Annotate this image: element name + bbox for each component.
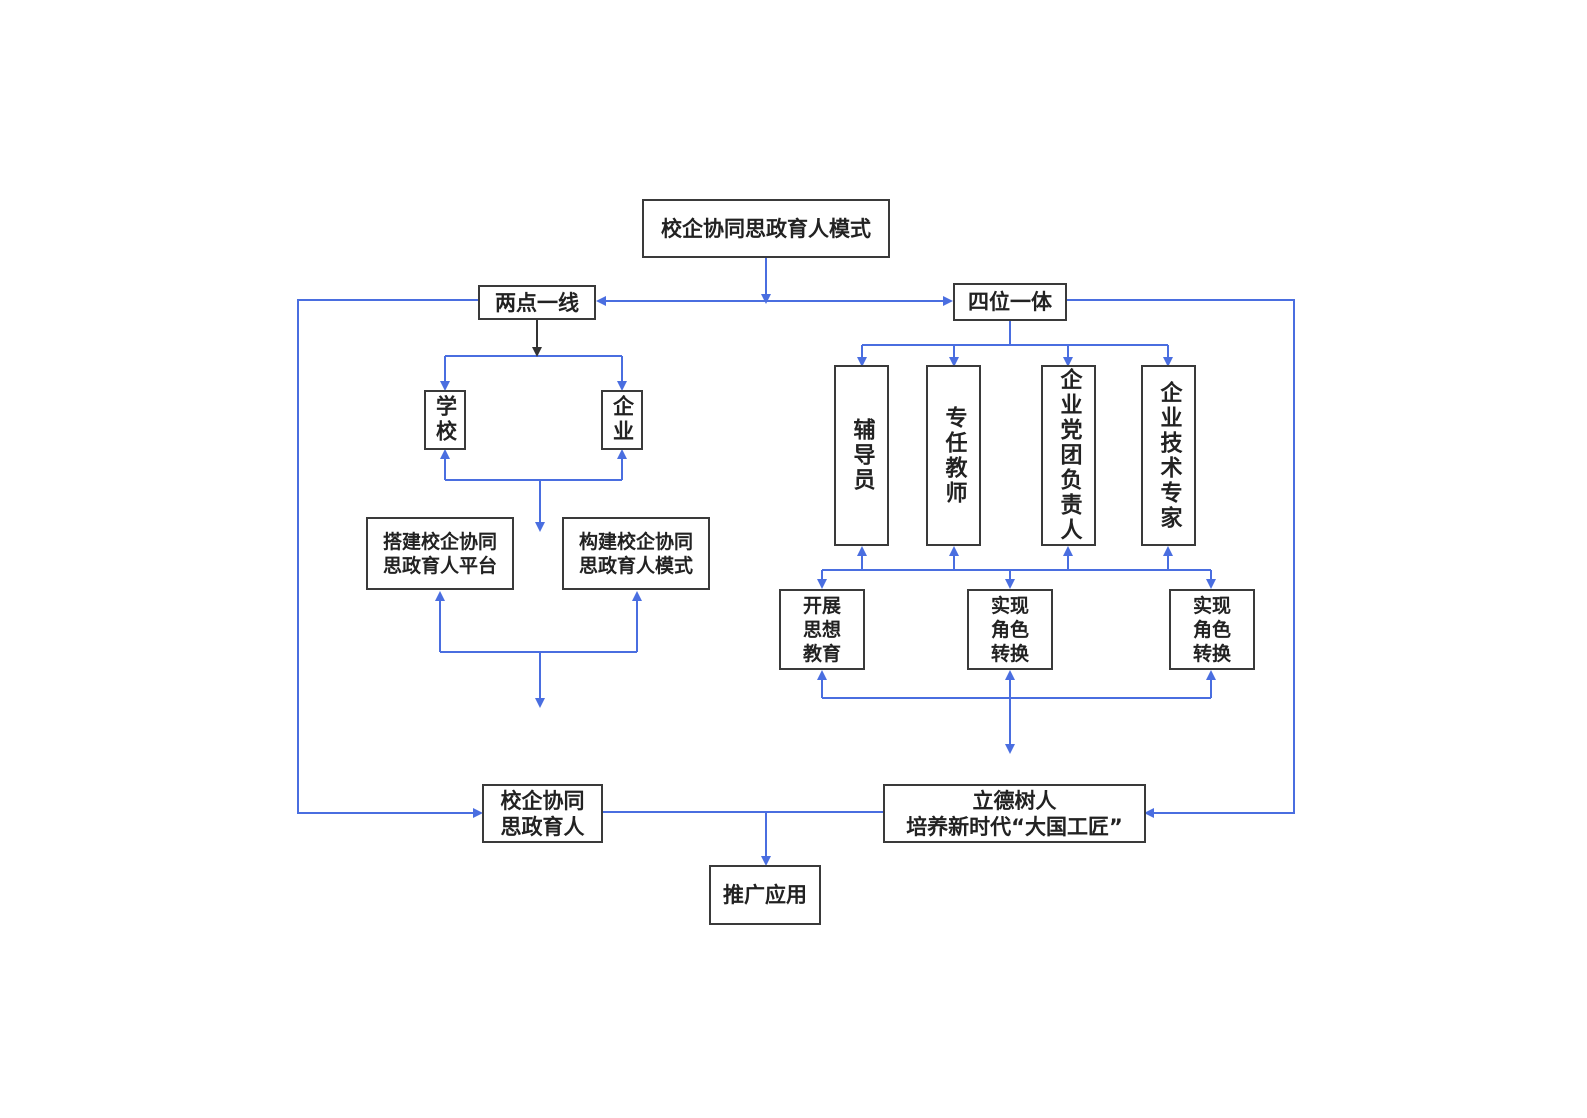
collaborative-education-box: 校企协同 思政育人 xyxy=(482,784,603,843)
build-platform-line-2: 思政育人平台 xyxy=(382,554,497,577)
outcome-education-line-3: 教育 xyxy=(802,642,841,665)
left-loop-line xyxy=(297,299,483,818)
role-teacher-text: 专任教师 xyxy=(941,405,967,506)
role-party-leader-text: 企业党团负责人 xyxy=(1056,368,1082,543)
outcome-education-box: 开展 思想 教育 xyxy=(779,589,865,670)
outcome-role-change-2-line-2: 角色 xyxy=(1192,618,1231,641)
collaborative-education-line-1: 校企协同 xyxy=(500,788,585,813)
build-platform-box: 搭建校企协同 思政育人平台 xyxy=(366,517,514,590)
cultivate-craftsman-box: 立德树人 培养新时代“大国工匠” xyxy=(883,784,1146,843)
outcome-role-change-2-line-1: 实现 xyxy=(1192,594,1231,617)
outcome-role-change-2-box: 实现 角色 转换 xyxy=(1169,589,1255,670)
role-counselor-box: 辅导员 xyxy=(834,365,889,546)
outcome-education-line-2: 思想 xyxy=(802,618,841,641)
enterprise-box: 企业 xyxy=(601,390,643,450)
collaborative-education-line-2: 思政育人 xyxy=(500,814,585,839)
model-title-box: 校企协同思政育人模式 xyxy=(642,199,890,258)
outcome-education-line-1: 开展 xyxy=(802,594,841,617)
promote-application-text: 推广应用 xyxy=(723,883,807,907)
promote-application-box: 推广应用 xyxy=(709,865,821,925)
role-tech-expert-text: 企业技术专家 xyxy=(1156,380,1182,531)
outcome-role-change-1-line-2: 角色 xyxy=(990,618,1029,641)
role-tech-expert-box: 企业技术专家 xyxy=(1141,365,1196,546)
role-party-leader-box: 企业党团负责人 xyxy=(1041,365,1096,546)
outcome-role-change-1-box: 实现 角色 转换 xyxy=(967,589,1053,670)
outcome-role-change-1-line-1: 实现 xyxy=(990,594,1029,617)
role-counselor-text: 辅导员 xyxy=(849,418,875,493)
construct-model-line-1: 构建校企协同 xyxy=(578,530,693,553)
construct-model-box: 构建校企协同 思政育人模式 xyxy=(562,517,710,590)
cultivate-craftsman-line-2: 培养新时代“大国工匠” xyxy=(906,814,1123,839)
two-points-one-line-box: 两点一线 xyxy=(478,285,596,320)
model-title-text: 校企协同思政育人模式 xyxy=(661,216,871,241)
cultivate-craftsman-line-1: 立德树人 xyxy=(972,788,1057,813)
school-text: 学校 xyxy=(433,395,458,445)
outcome-role-change-2-line-3: 转换 xyxy=(1192,642,1231,665)
school-box: 学校 xyxy=(424,390,466,450)
four-in-one-box: 四位一体 xyxy=(953,283,1067,321)
two-points-one-line-text: 两点一线 xyxy=(495,290,579,315)
enterprise-text: 企业 xyxy=(610,395,635,445)
role-teacher-box: 专任教师 xyxy=(926,365,981,546)
build-platform-line-1: 搭建校企协同 xyxy=(382,530,497,553)
outcome-role-change-1-line-3: 转换 xyxy=(990,642,1029,665)
four-in-one-text: 四位一体 xyxy=(968,290,1052,314)
right-loop-line xyxy=(1066,299,1295,818)
construct-model-line-2: 思政育人模式 xyxy=(578,554,693,577)
